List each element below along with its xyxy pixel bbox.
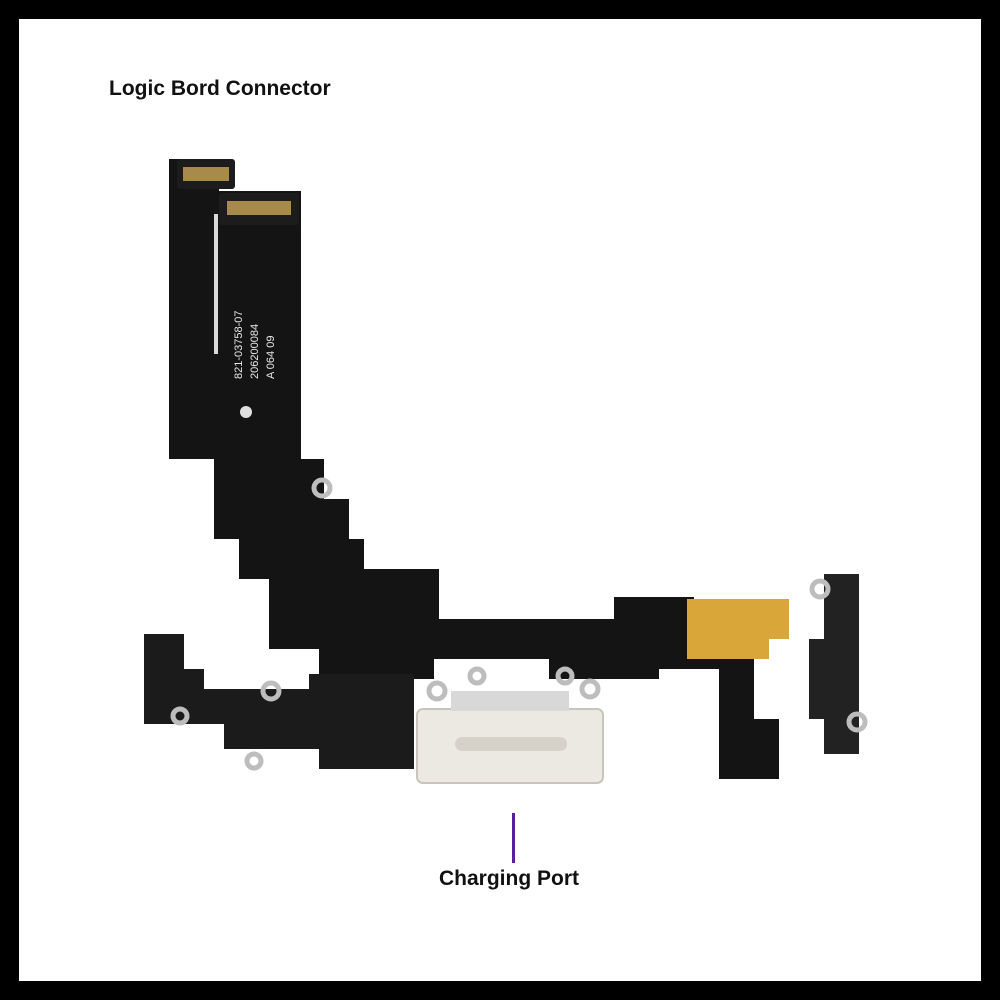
logic-board-connector-label: Logic Bord Connector bbox=[109, 77, 331, 100]
charging-port-pointer-line bbox=[512, 813, 515, 863]
eyelets bbox=[170, 477, 868, 771]
apple-logo-icon bbox=[240, 406, 252, 418]
silkscreen-text: 821-03758-07 206200084 A 064 09 bbox=[233, 310, 277, 379]
right-bracket bbox=[809, 574, 859, 754]
connector-a-pins bbox=[183, 167, 229, 181]
silkscreen-line1: 821-03758-07 bbox=[233, 310, 245, 379]
connector-b-pins bbox=[227, 201, 291, 215]
flex-ribbon bbox=[169, 159, 779, 779]
flex-stripe bbox=[214, 214, 218, 354]
charging-port-flex-cable: 821-03758-07 206200084 A 064 09 bbox=[144, 159, 868, 784]
charging-port-label: Charging Port bbox=[439, 867, 579, 890]
gold-stiffener bbox=[687, 599, 789, 659]
silkscreen-line3: A 064 09 bbox=[265, 336, 277, 379]
port-bracket bbox=[451, 691, 569, 711]
silkscreen-line2: 206200084 bbox=[249, 324, 261, 379]
left-bracket bbox=[144, 634, 414, 769]
port-opening bbox=[455, 737, 567, 751]
image-canvas: 821-03758-07 206200084 A 064 09 Logic Bo… bbox=[19, 19, 981, 981]
